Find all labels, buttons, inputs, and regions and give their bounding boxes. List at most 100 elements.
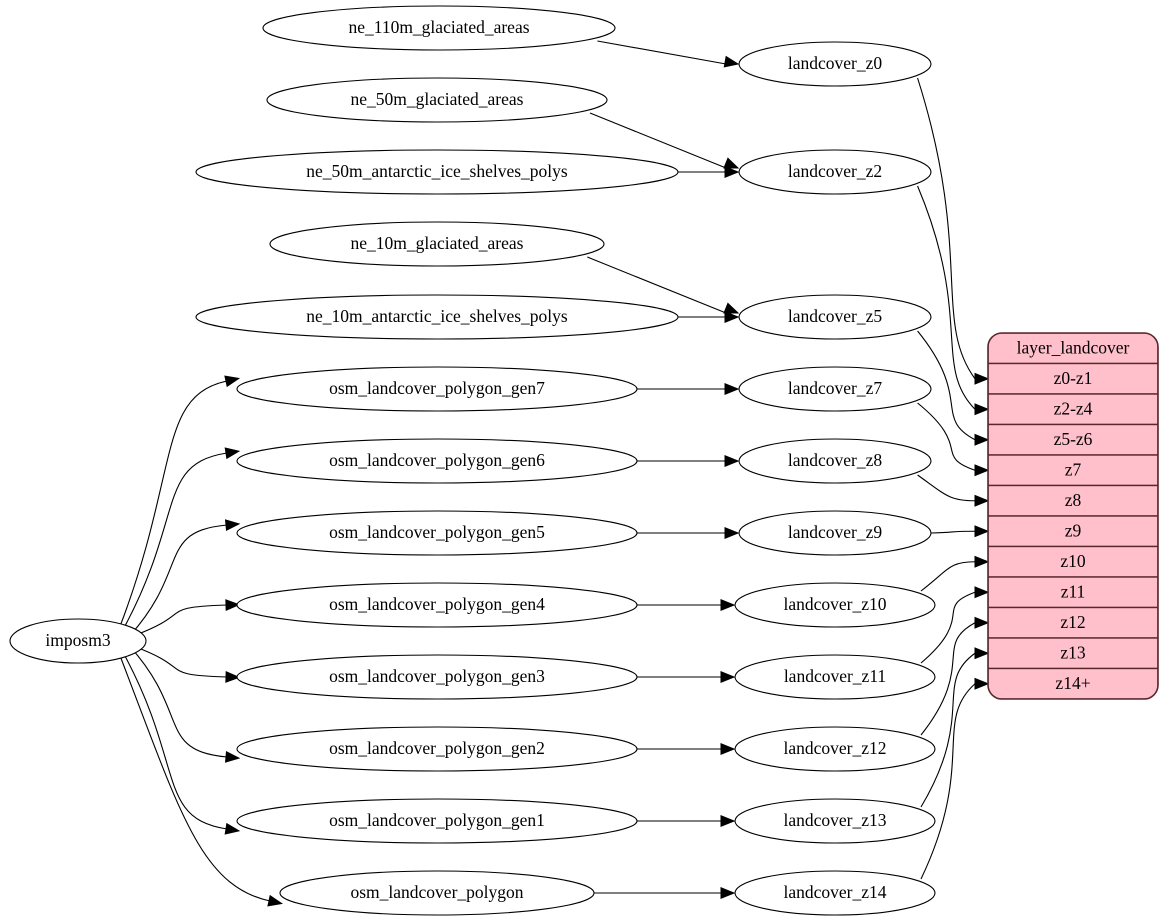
- node-label: osm_landcover_polygon: [350, 882, 523, 902]
- node-label: ne_110m_glaciated_areas: [348, 17, 529, 37]
- node-ne_10m_antarctic_ice_shelves_polys[interactable]: ne_10m_antarctic_ice_shelves_polys: [195, 294, 679, 340]
- node-label: landcover_z5: [788, 306, 883, 326]
- node-label: landcover_z7: [788, 378, 883, 398]
- node-shape: [734, 654, 936, 700]
- table-row-cell[interactable]: [988, 454, 1158, 487]
- edge-arrowhead: [225, 671, 241, 683]
- edge-arrowhead: [224, 519, 241, 532]
- table-row-cell[interactable]: [988, 667, 1158, 700]
- edge-path: [587, 256, 727, 314]
- node-osm_landcover_polygon[interactable]: osm_landcover_polygon: [279, 870, 595, 916]
- node-ne_10m_glaciated_areas[interactable]: ne_10m_glaciated_areas: [269, 221, 605, 267]
- node-imposm3[interactable]: imposm3: [9, 618, 147, 664]
- edge-path: [917, 330, 976, 441]
- edge-ne_50m_antarctic_ice_shelves_polys-to-landcover_z2: [678, 166, 740, 178]
- table-row-label: z13: [1060, 642, 1086, 662]
- node-label: landcover_z11: [784, 666, 886, 686]
- node-osm_landcover_polygon_gen4[interactable]: osm_landcover_polygon_gen4: [236, 582, 638, 628]
- edge-landcover_z11-to-table-z11: [920, 586, 990, 664]
- edge-arrowhead: [723, 55, 740, 68]
- node-landcover_z0[interactable]: landcover_z0: [738, 41, 932, 87]
- edge-landcover_z14-to-table-z14+: [920, 677, 990, 880]
- edge-arrowhead: [224, 750, 241, 763]
- table-row-cell[interactable]: [988, 606, 1158, 639]
- node-shape: [9, 618, 147, 664]
- edge-arrowhead: [974, 525, 990, 538]
- edge-layer: [119, 40, 990, 907]
- node-label: osm_landcover_polygon_gen3: [329, 666, 545, 686]
- edge-imposm3-to-osm_landcover_polygon_gen1: [123, 654, 241, 835]
- edge-arrowhead: [225, 599, 241, 611]
- edge-path: [129, 524, 228, 636]
- node-layer: ne_110m_glaciated_areas ne_50m_glaciated_…: [9, 5, 936, 916]
- node-landcover_z5[interactable]: landcover_z5: [738, 294, 932, 340]
- node-label: landcover_z13: [783, 810, 886, 830]
- node-label: ne_10m_antarctic_ice_shelves_polys: [306, 306, 568, 326]
- node-label: landcover_z2: [788, 161, 882, 181]
- edge-arrowhead: [720, 671, 736, 683]
- edge-arrowhead: [974, 677, 990, 690]
- node-label: landcover_z10: [783, 594, 886, 614]
- node-landcover_z13[interactable]: landcover_z13: [734, 798, 936, 844]
- node-landcover_z9[interactable]: landcover_z9: [738, 510, 932, 556]
- node-label: landcover_z0: [788, 53, 883, 73]
- node-landcover_z2[interactable]: landcover_z2: [738, 149, 932, 195]
- node-ne_50m_antarctic_ice_shelves_polys[interactable]: ne_50m_antarctic_ice_shelves_polys: [195, 149, 679, 195]
- node-shape: [236, 438, 638, 484]
- node-shape: [269, 221, 605, 267]
- node-osm_landcover_polygon_gen1[interactable]: osm_landcover_polygon_gen1: [236, 798, 638, 844]
- node-shape: [738, 41, 932, 87]
- edge-path: [134, 604, 228, 636]
- node-shape: [236, 654, 638, 700]
- table-outline: [987, 332, 1159, 700]
- edge-arrowhead: [267, 894, 284, 907]
- node-osm_landcover_polygon_gen6[interactable]: osm_landcover_polygon_gen6: [236, 438, 638, 484]
- edge-arrowhead: [974, 433, 990, 446]
- edge-path: [917, 77, 976, 380]
- edge-ne_110m_glaciated_areas-to-landcover_z0: [597, 40, 740, 68]
- edge-path: [917, 474, 976, 502]
- node-landcover_z10[interactable]: landcover_z10: [734, 582, 936, 628]
- edge-osm_landcover_polygon_gen1-to-landcover_z13: [637, 815, 736, 827]
- node-shape: [195, 294, 679, 340]
- edge-path: [920, 683, 976, 880]
- node-shape: [262, 5, 616, 51]
- edge-arrowhead: [724, 455, 740, 467]
- edge-path: [134, 646, 228, 678]
- node-osm_landcover_polygon_gen5[interactable]: osm_landcover_polygon_gen5: [236, 510, 638, 556]
- edge-path: [917, 185, 976, 410]
- node-landcover_z14[interactable]: landcover_z14: [734, 870, 936, 916]
- table-header-label: layer_landcover: [1017, 337, 1130, 357]
- node-shape: [236, 510, 638, 556]
- node-landcover_z7[interactable]: landcover_z7: [738, 366, 932, 412]
- node-label: osm_landcover_polygon_gen6: [329, 450, 545, 470]
- node-label: ne_50m_antarctic_ice_shelves_polys: [306, 161, 568, 181]
- table-row-label: z10: [1060, 551, 1086, 571]
- edge-path: [589, 112, 727, 169]
- node-shape: [236, 798, 638, 844]
- node-ne_50m_glaciated_areas[interactable]: ne_50m_glaciated_areas: [266, 77, 608, 123]
- edge-path: [920, 591, 976, 664]
- table-row-label: z2-z4: [1054, 398, 1093, 418]
- table-row-label: z14+: [1055, 673, 1090, 693]
- edge-path: [917, 402, 976, 471]
- node-landcover_z8[interactable]: landcover_z8: [738, 438, 932, 484]
- node-osm_landcover_polygon_gen3[interactable]: osm_landcover_polygon_gen3: [236, 654, 638, 700]
- edge-landcover_z2-to-table-z2-z4: [917, 185, 990, 416]
- layer-landcover-table: layer_landcoverz0-z1z2-z4z5-z6z7z8z9z10z…: [987, 332, 1159, 700]
- node-landcover_z12[interactable]: landcover_z12: [734, 726, 936, 772]
- node-shape: [738, 438, 932, 484]
- table-row-label: z5-z6: [1054, 429, 1093, 449]
- edge-osm_landcover_polygon_gen3-to-landcover_z11: [637, 671, 736, 683]
- node-osm_landcover_polygon_gen2[interactable]: osm_landcover_polygon_gen2: [236, 726, 638, 772]
- edge-arrowhead: [720, 599, 736, 611]
- node-landcover_z11[interactable]: landcover_z11: [734, 654, 936, 700]
- table-row-label: z9: [1065, 520, 1082, 540]
- node-ne_110m_glaciated_areas[interactable]: ne_110m_glaciated_areas: [262, 5, 616, 51]
- node-osm_landcover_polygon_gen7[interactable]: osm_landcover_polygon_gen7: [236, 366, 638, 412]
- edge-arrowhead: [224, 375, 241, 388]
- edge-ne_10m_glaciated_areas-to-landcover_z5: [587, 256, 740, 314]
- table-row-cell[interactable]: [988, 515, 1158, 548]
- edge-imposm3-to-osm_landcover_polygon_gen5: [129, 519, 241, 636]
- edge-landcover_z12-to-table-z12: [920, 616, 990, 736]
